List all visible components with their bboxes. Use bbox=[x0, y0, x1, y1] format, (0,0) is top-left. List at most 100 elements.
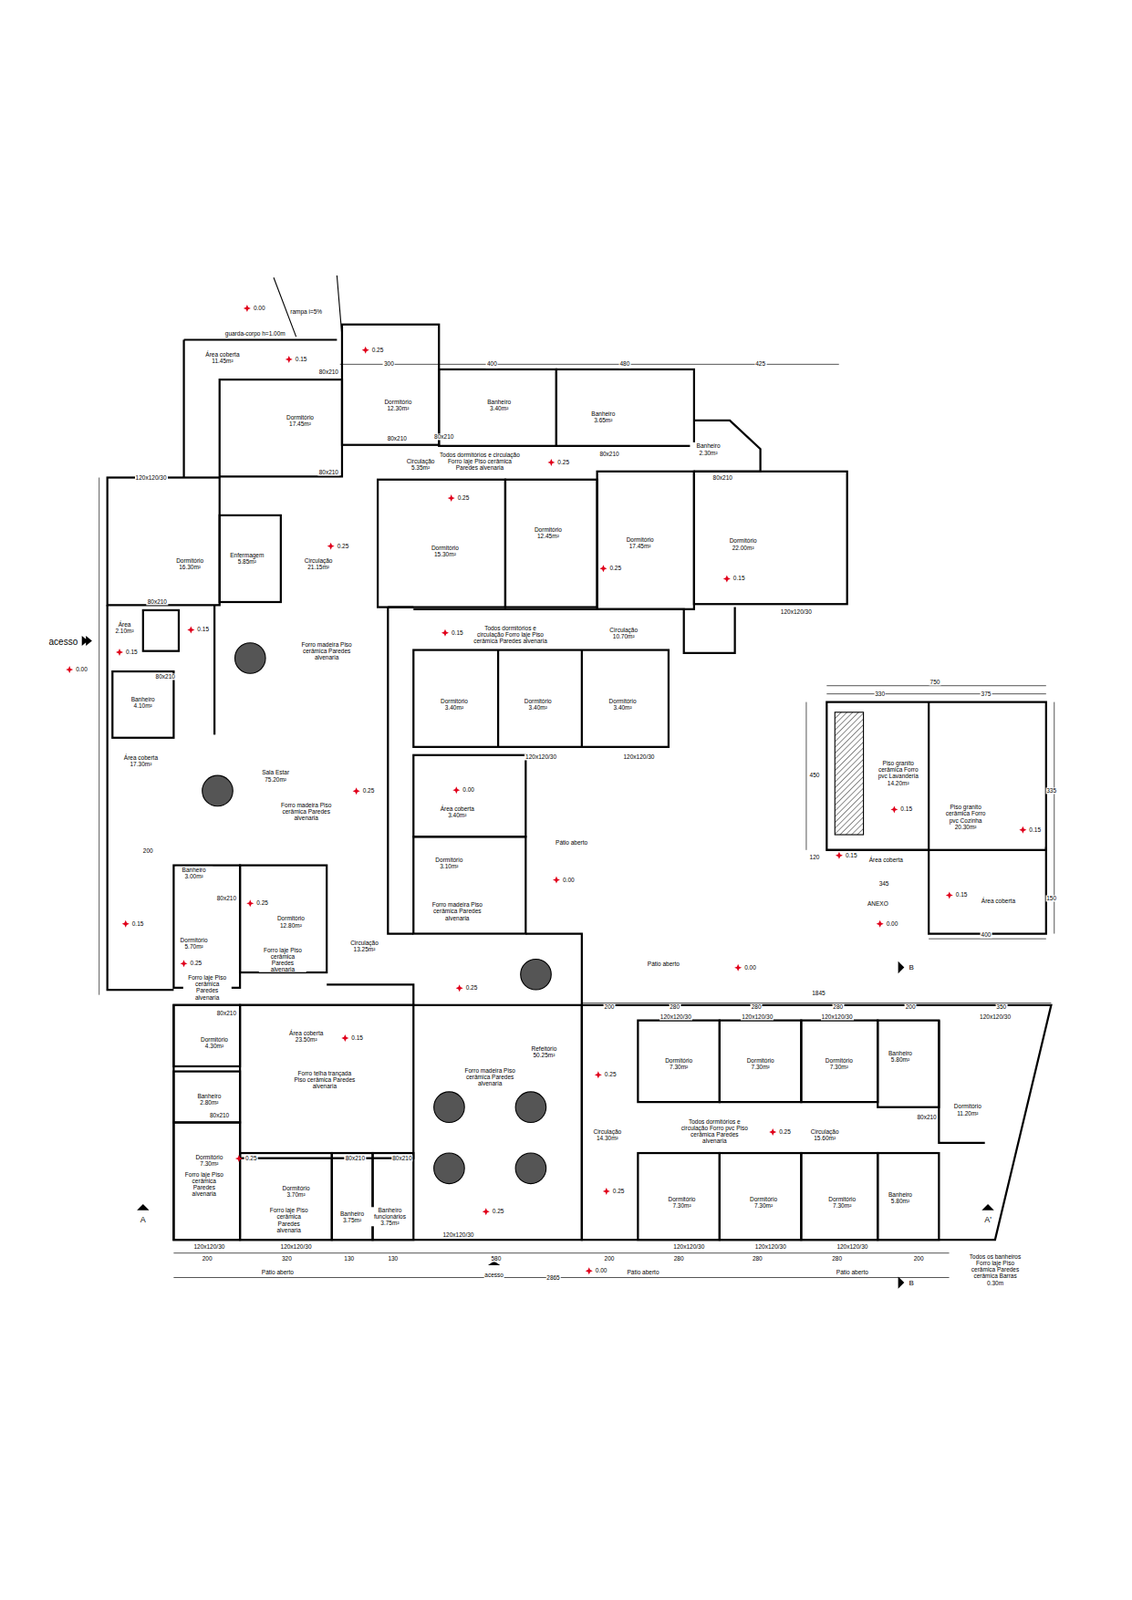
plan-label: Forro madeira Piso cerâmica Paredes alve… bbox=[297, 641, 356, 661]
plan-label: Circulação 10.70m² bbox=[602, 626, 645, 640]
plan-label: 2865 bbox=[545, 1274, 561, 1281]
plan-label: 130 bbox=[386, 1255, 399, 1262]
plan-label: Dormitório 3.40m² bbox=[519, 697, 557, 711]
plan-label: Forro laje Piso cerâmica Paredes alvenar… bbox=[183, 974, 231, 1001]
plan-label: 80x210 bbox=[433, 433, 455, 440]
walls bbox=[107, 324, 1052, 1240]
level-marker bbox=[876, 920, 884, 928]
plan-label: rampa i=5% bbox=[289, 309, 323, 316]
plan-label: 0.25 bbox=[362, 788, 376, 795]
plan-label: 0.15 bbox=[899, 806, 914, 813]
plan-label: Dormitório 15.30m² bbox=[424, 544, 468, 558]
plan-label: guarda-corpo h=1.00m bbox=[224, 330, 287, 337]
level-marker bbox=[285, 355, 293, 364]
plan-label: 120x120/30 bbox=[659, 1013, 693, 1020]
plan-label: Banheiro 3.75m² bbox=[336, 1210, 367, 1224]
plan-label: 80x210 bbox=[915, 1114, 937, 1122]
plan-label: 0.15 bbox=[844, 851, 859, 859]
plan-label: 0.25 bbox=[255, 900, 270, 907]
plan-label: A' bbox=[983, 1215, 993, 1226]
plan-label: 80x210 bbox=[391, 1155, 413, 1163]
plan-label: 80x210 bbox=[318, 469, 340, 477]
plan-label: 120x120/30 bbox=[280, 1244, 313, 1251]
level-marker bbox=[353, 787, 361, 795]
plan-label: 400 bbox=[980, 931, 993, 938]
level-marker bbox=[456, 984, 464, 992]
plan-label: Dormitório 3.40m² bbox=[603, 697, 642, 711]
plan-label: Banheiro 2.30m² bbox=[689, 442, 727, 456]
plan-label: 120x120/30 bbox=[623, 754, 656, 761]
plan-label: 0.25 bbox=[608, 565, 623, 572]
plan-label: Dormitório 4.30m² bbox=[197, 1035, 231, 1049]
plan-label: 120x120/30 bbox=[740, 1013, 774, 1020]
plan-label: Circulação 15.60m² bbox=[806, 1128, 844, 1142]
plan-label: 480 bbox=[618, 361, 631, 368]
plan-label: 80x210 bbox=[712, 474, 734, 481]
plan-label: 80x210 bbox=[386, 436, 408, 443]
level-marker bbox=[602, 1187, 611, 1195]
plan-label: Dormitório 12.30m² bbox=[376, 398, 420, 412]
level-marker bbox=[723, 574, 731, 582]
plan-label: Dormitório 3.40m² bbox=[435, 697, 473, 711]
plan-label: 200 bbox=[142, 848, 155, 855]
plan-label: 0.00 bbox=[594, 1267, 609, 1275]
plan-label: Pátio aberto bbox=[260, 1269, 295, 1277]
level-marker bbox=[447, 494, 456, 502]
plan-label: Dormitório 17.45m² bbox=[279, 414, 322, 427]
plan-label: 120x120/30 bbox=[820, 1013, 854, 1020]
plan-label: 750 bbox=[929, 678, 942, 686]
level-marker bbox=[180, 959, 188, 967]
plan-label: 375 bbox=[980, 690, 993, 697]
plan-label: Dormitório 5.70m² bbox=[177, 936, 211, 950]
plan-label: Dormitório 7.30m² bbox=[822, 1057, 856, 1070]
plan-label: Área coberta bbox=[868, 857, 904, 864]
plan-label: 120x120/30 bbox=[524, 754, 558, 761]
plan-label: Dormitório 12.80m² bbox=[270, 914, 313, 928]
plan-label: 150 bbox=[1045, 894, 1058, 902]
plan-label: 400 bbox=[486, 361, 499, 368]
plan-label: 0.00 bbox=[74, 666, 89, 674]
level-marker bbox=[585, 1267, 593, 1275]
plan-label: Circulação 5.35m² bbox=[399, 457, 443, 471]
plan-label: 0.00 bbox=[461, 787, 476, 794]
plan-label: Banheiro 2.80m² bbox=[193, 1092, 227, 1106]
plan-label: Piso granito cerâmica Forro pvc Lavander… bbox=[874, 759, 923, 787]
plan-label: 0.25 bbox=[189, 960, 204, 967]
level-marker bbox=[362, 346, 370, 354]
plan-label: Dormitório 3.70m² bbox=[280, 1184, 313, 1198]
plan-label: 320 bbox=[280, 1255, 293, 1262]
plan-label: 80x210 bbox=[216, 894, 238, 902]
level-marker bbox=[235, 1154, 243, 1163]
plan-label: 0.15 bbox=[124, 648, 139, 655]
plan-label: B bbox=[908, 963, 915, 972]
plan-label: 120x120/30 bbox=[978, 1013, 1012, 1020]
plan-label: 0.25 bbox=[336, 542, 351, 550]
level-marker bbox=[441, 629, 449, 637]
plan-label: 0.15 bbox=[1028, 826, 1042, 833]
plan-label: Dormitório 12.45m² bbox=[527, 526, 571, 540]
plan-label: Circulação 13.25m² bbox=[342, 939, 386, 953]
plan-label: 280 bbox=[831, 1004, 844, 1011]
plan-label: Banheiro 5.80m² bbox=[883, 1190, 917, 1204]
plan-label: Forro laje Piso cerâmica Paredes alvenar… bbox=[259, 946, 307, 974]
level-marker bbox=[246, 899, 254, 907]
plan-label: 120x120/30 bbox=[779, 609, 813, 616]
plan-label: 0.00 bbox=[252, 304, 267, 312]
plan-label: Pátio aberto bbox=[625, 1269, 660, 1277]
plan-label: Banheiro 4.10m² bbox=[124, 695, 162, 709]
level-marker bbox=[1018, 826, 1027, 834]
plan-label: 0.25 bbox=[371, 346, 385, 354]
plan-label: Todos dormitórios e circulação Forro pvc… bbox=[677, 1118, 751, 1145]
plan-label: Dormitório 7.30m² bbox=[665, 1195, 699, 1209]
level-marker bbox=[547, 458, 555, 467]
plan-label: Banheiro 3.65m² bbox=[581, 409, 625, 423]
plan-label: 280 bbox=[673, 1255, 686, 1262]
plan-label: Área coberta bbox=[980, 898, 1017, 905]
level-marker bbox=[890, 805, 898, 813]
plan-label: Circulação 21.15m² bbox=[297, 557, 341, 571]
plan-label: 200 bbox=[913, 1255, 925, 1262]
plan-label: B bbox=[908, 1278, 915, 1288]
